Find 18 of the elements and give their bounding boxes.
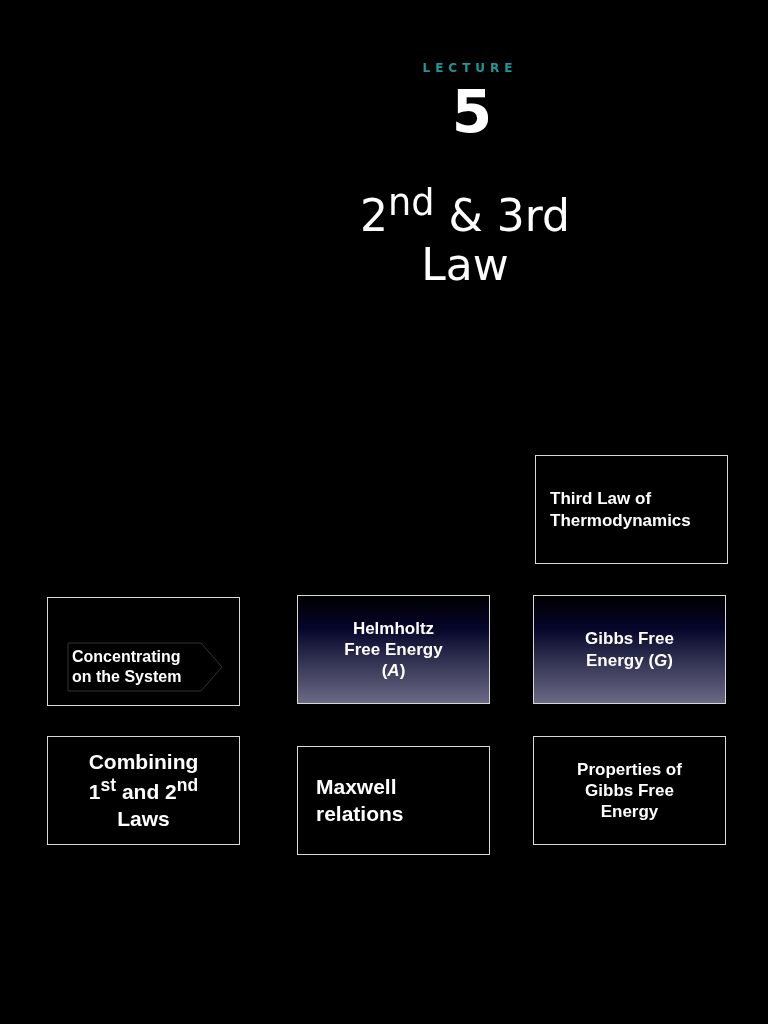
lecture-label: LECTURE <box>421 61 519 75</box>
topic-box <box>47 736 240 845</box>
topic-text: Gibbs Free Energy (G) <box>584 628 675 671</box>
topic-box <box>535 455 728 564</box>
topic-text: Maxwell relations <box>316 774 405 827</box>
slide-title: 2$^{nd}$ & 3rd Law <box>358 182 571 290</box>
topic-text: Third Law of Thermodynamics <box>550 488 692 531</box>
topic-text: Concentrating on the System <box>72 647 183 687</box>
topic-box <box>297 595 490 704</box>
pointer-shape <box>67 642 224 692</box>
topic-box <box>47 597 240 706</box>
topic-text: Combining 1$^{st}$ and 2$^{nd}$ Laws <box>87 749 200 832</box>
topic-box <box>297 746 490 855</box>
topic-box <box>533 736 726 845</box>
topic-text: Helmholtz Free Energy (A) <box>343 617 444 682</box>
topic-text: Properties of Gibbs Free Energy <box>576 758 683 823</box>
topic-box <box>533 595 726 704</box>
lecture-number: 5 <box>450 78 494 146</box>
